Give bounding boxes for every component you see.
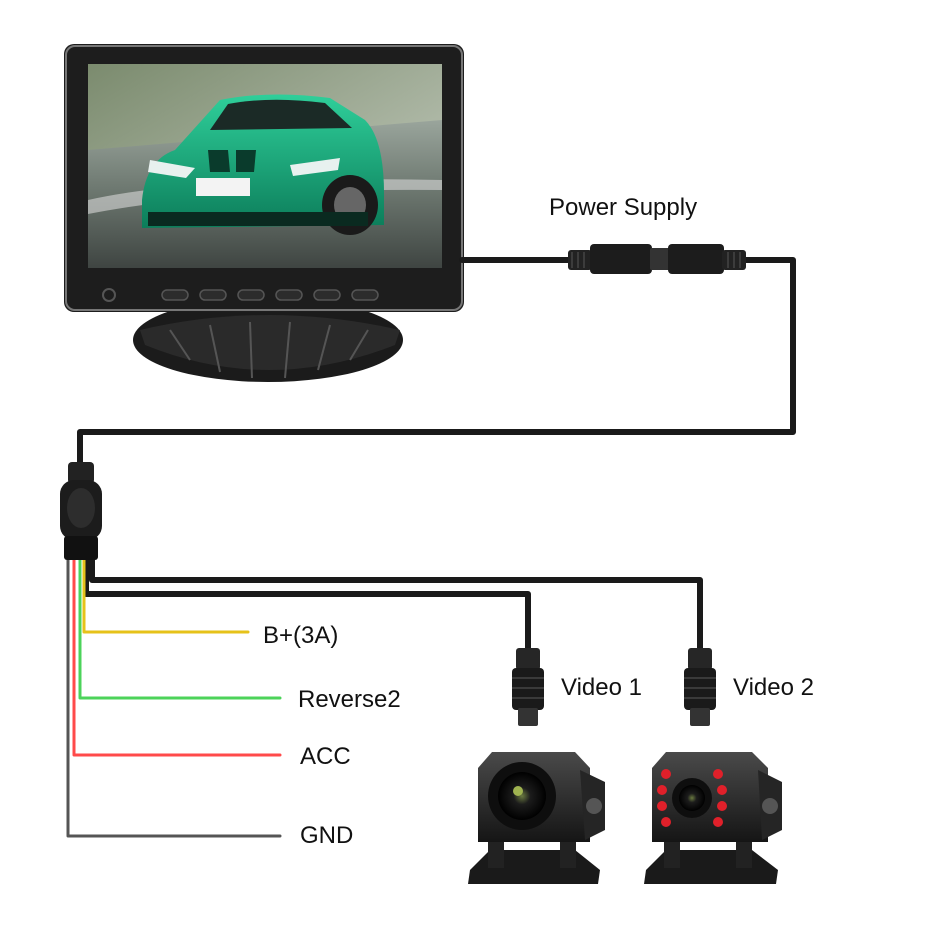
b-plus-label: B+(3A): [263, 622, 339, 649]
acc-label: ACC: [300, 743, 351, 770]
car-image: [142, 94, 385, 235]
splitter-connector-icon: [60, 462, 102, 560]
video1-label: Video 1: [561, 674, 642, 701]
video1-connector-icon: [512, 648, 544, 726]
reverse2-label: Reverse2: [298, 686, 401, 713]
ir-camera-icon: [644, 752, 782, 884]
video2-label: Video 2: [733, 674, 814, 701]
gnd-label: GND: [300, 822, 354, 849]
power-connector-icon: [568, 244, 746, 274]
power-supply-label: Power Supply: [549, 194, 698, 221]
monitor-icon: [64, 44, 464, 382]
video2-connector-icon: [684, 648, 716, 726]
camera-icon: [468, 752, 605, 884]
cables: [66, 257, 796, 838]
